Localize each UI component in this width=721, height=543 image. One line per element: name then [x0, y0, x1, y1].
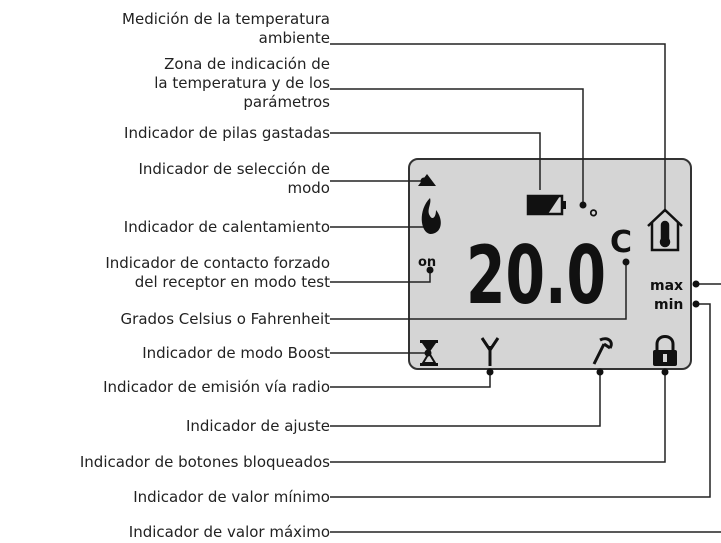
dot-max	[692, 280, 700, 288]
label-adjust: Indicador de ajuste	[185, 417, 330, 435]
leader-lines	[330, 43, 721, 533]
label-mode-selection-line2: modo	[287, 179, 331, 197]
dot-locked	[661, 368, 669, 376]
house-thermometer-icon	[647, 208, 683, 252]
leader-locked	[330, 372, 666, 463]
antenna-icon	[480, 337, 500, 366]
label-forced-contact: Indicador de contacto forzado del recept…	[105, 254, 330, 292]
label-ambient-line2: ambiente	[258, 29, 330, 47]
battery-low-icon	[526, 194, 566, 216]
hourglass-icon	[420, 340, 438, 366]
label-min: Indicador de valor mínimo	[133, 488, 330, 506]
max-indicator: max	[650, 278, 683, 294]
label-zone: Zona de indicación de la temperatura y d…	[154, 55, 330, 112]
on-indicator: on	[418, 255, 436, 270]
label-mode-selection: Indicador de selección de modo	[138, 160, 330, 198]
leader-adjust	[330, 372, 601, 427]
degree-symbol: °	[588, 207, 599, 232]
label-units: Grados Celsius o Fahrenheit	[120, 310, 330, 328]
leader-radio	[330, 372, 491, 388]
label-boost: Indicador de modo Boost	[142, 344, 330, 362]
label-radio: Indicador de emisión vía radio	[103, 378, 330, 396]
leader-battery	[330, 132, 541, 190]
leader-ambient	[330, 43, 666, 212]
dot-radio	[486, 368, 494, 376]
label-ambient: Medición de la temperatura ambiente	[122, 10, 330, 48]
triangle-up-icon	[418, 174, 436, 186]
label-zone-line2: la temperatura y de los	[154, 74, 330, 92]
label-forced-contact-line1: Indicador de contacto forzado	[105, 254, 330, 272]
dot-adjust	[596, 368, 604, 376]
label-forced-contact-line2: del receptor en modo test	[134, 273, 330, 291]
padlock-icon	[653, 335, 677, 366]
dot-zone	[579, 201, 587, 209]
unit-symbol: C	[610, 225, 632, 260]
label-max: Indicador de valor máximo	[128, 523, 330, 541]
label-zone-line1: Zona de indicación de	[164, 55, 330, 73]
label-battery: Indicador de pilas gastadas	[124, 124, 330, 142]
dot-forced	[426, 266, 434, 274]
leader-forced-contact	[330, 270, 431, 283]
label-heating: Indicador de calentamiento	[123, 218, 330, 236]
dot-min	[692, 300, 700, 308]
leader-dots	[420, 177, 700, 376]
leader-units	[330, 262, 627, 320]
temperature-value: 20.0	[466, 229, 606, 322]
flame-icon	[421, 198, 441, 234]
label-locked: Indicador de botones bloqueados	[79, 453, 330, 471]
label-ambient-line1: Medición de la temperatura	[122, 10, 330, 28]
min-indicator: min	[654, 297, 683, 313]
label-zone-line3: parámetros	[243, 93, 330, 111]
wrench-icon	[592, 337, 613, 365]
label-mode-selection-line1: Indicador de selección de	[138, 160, 330, 178]
leader-min	[330, 303, 711, 498]
leader-zone	[330, 88, 584, 205]
lcd-display	[408, 158, 692, 370]
dot-units	[622, 258, 630, 266]
